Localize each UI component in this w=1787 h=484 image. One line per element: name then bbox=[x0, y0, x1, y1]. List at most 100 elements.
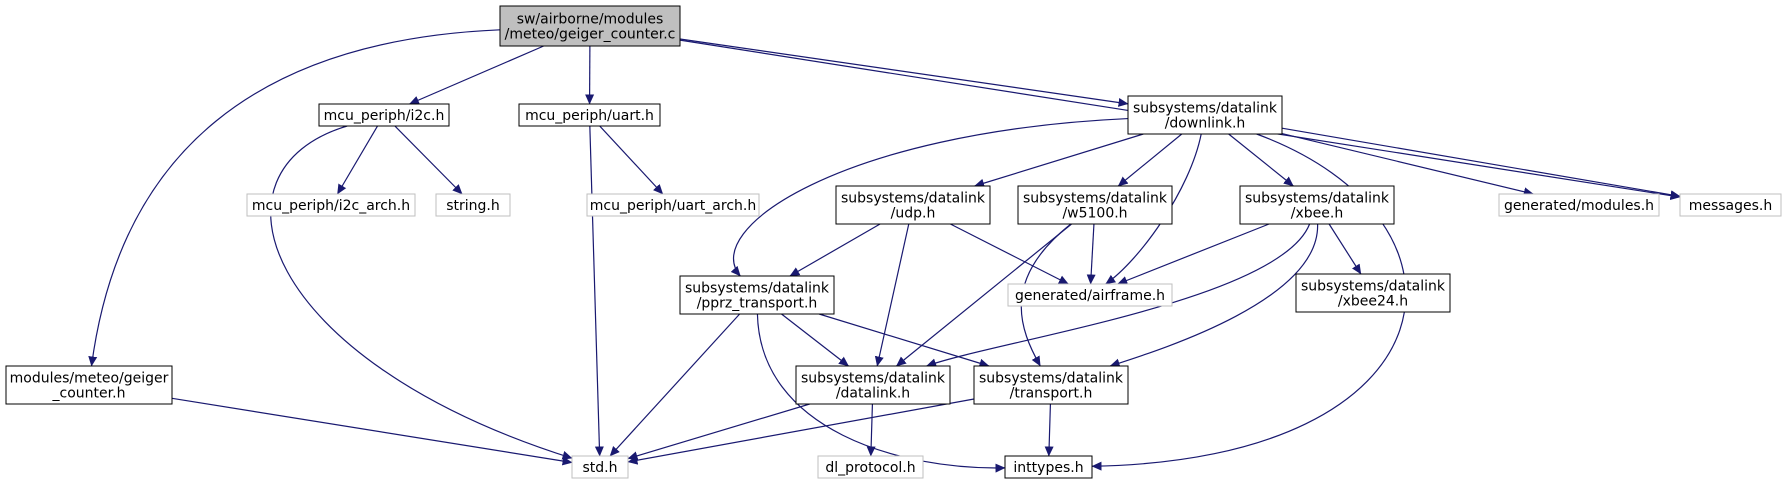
node-label-line: /downlink.h bbox=[1165, 116, 1246, 132]
edge-downlink-to-udp bbox=[974, 133, 1144, 188]
edge-w5100-to-datalink bbox=[896, 223, 1072, 367]
edge-root-to-i2c bbox=[409, 45, 544, 105]
edge-downlink-to-w5100 bbox=[1117, 133, 1183, 187]
node-label-line: _counter.h bbox=[52, 386, 126, 402]
edge-root-to-geiger_h bbox=[88, 29, 501, 367]
edge-udp-to-datalink bbox=[874, 223, 910, 367]
node-box bbox=[571, 455, 629, 479]
node-label-line: /udp.h bbox=[891, 206, 936, 222]
node-box bbox=[5, 365, 173, 405]
node-label-line: /xbee24.h bbox=[1338, 294, 1408, 310]
node-label-line: subsystems/datalink bbox=[1023, 191, 1168, 207]
node-label-line: /w5100.h bbox=[1062, 206, 1127, 222]
edge-transport-to-std bbox=[627, 398, 975, 465]
node-label-line: /transport.h bbox=[1010, 386, 1093, 402]
node-label-line: modules/meteo/geiger bbox=[10, 371, 169, 387]
node-box bbox=[318, 103, 450, 127]
node-geiger_h[interactable]: modules/meteo/geiger_counter.h bbox=[5, 365, 173, 405]
node-downlink[interactable]: subsystems/datalink/downlink.h bbox=[1127, 95, 1283, 135]
node-std: std.h bbox=[571, 455, 629, 479]
node-box bbox=[835, 185, 991, 225]
node-box bbox=[1127, 95, 1283, 135]
edge-pprz-to-transport bbox=[818, 313, 990, 368]
edge-i2c-to-std bbox=[270, 125, 573, 460]
node-label-line: subsystems/datalink bbox=[979, 371, 1124, 387]
node-label-line: subsystems/datalink bbox=[801, 371, 946, 387]
node-label-line: mcu_periph/uart.h bbox=[525, 108, 654, 124]
edge-datalink-to-dl_protocol bbox=[866, 403, 876, 457]
node-box bbox=[435, 193, 511, 217]
node-label-line: subsystems/datalink bbox=[1301, 279, 1446, 295]
node-box bbox=[679, 275, 835, 315]
node-label-line: sw/airborne/modules bbox=[517, 12, 664, 28]
node-label-line: mcu_periph/i2c_arch.h bbox=[252, 198, 410, 214]
node-box bbox=[518, 103, 661, 127]
edge-root-to-downlink bbox=[679, 38, 1129, 107]
edge-downlink-to-inttypes bbox=[1091, 133, 1407, 471]
node-label-line: generated/modules.h bbox=[1504, 198, 1654, 214]
node-box bbox=[1498, 193, 1660, 217]
node-string: string.h bbox=[435, 193, 511, 217]
edge-downlink-to-pprz bbox=[730, 117, 1129, 277]
edge-xbee-to-xbee24 bbox=[1328, 223, 1362, 275]
edge-xbee-to-transport bbox=[1109, 223, 1319, 368]
node-box bbox=[1239, 185, 1395, 225]
node-xbee[interactable]: subsystems/datalink/xbee.h bbox=[1239, 185, 1395, 225]
edge-pprz-to-datalink bbox=[781, 313, 849, 367]
node-root[interactable]: sw/airborne/modules/meteo/geiger_counter… bbox=[499, 5, 681, 47]
node-label-line: /datalink.h bbox=[836, 386, 910, 402]
node-box bbox=[1295, 273, 1451, 313]
node-label-line: subsystems/datalink bbox=[1133, 101, 1278, 117]
node-label-line: string.h bbox=[446, 198, 500, 214]
node-pprz[interactable]: subsystems/datalink/pprz_transport.h bbox=[679, 275, 835, 315]
node-datalink[interactable]: subsystems/datalink/datalink.h bbox=[795, 365, 951, 405]
node-label-line: mcu_periph/uart_arch.h bbox=[590, 198, 756, 214]
node-layer: sw/airborne/modules/meteo/geiger_counter… bbox=[5, 5, 1782, 479]
node-uart[interactable]: mcu_periph/uart.h bbox=[518, 103, 661, 127]
node-label-line: /meteo/geiger_counter.c bbox=[505, 27, 676, 43]
edge-downlink-to-messages bbox=[1281, 127, 1681, 200]
node-gen_modules: generated/modules.h bbox=[1498, 193, 1660, 217]
node-label-line: std.h bbox=[583, 460, 618, 476]
node-i2c[interactable]: mcu_periph/i2c.h bbox=[318, 103, 450, 127]
edge-xbee-to-datalink bbox=[926, 223, 1311, 368]
node-label-line: subsystems/datalink bbox=[841, 191, 986, 207]
edge-i2c-to-i2c_arch bbox=[336, 125, 379, 195]
node-inttypes[interactable]: inttypes.h bbox=[1004, 455, 1093, 479]
node-airframe: generated/airframe.h bbox=[1007, 283, 1173, 307]
node-i2c_arch: mcu_periph/i2c_arch.h bbox=[246, 193, 416, 217]
node-box bbox=[1007, 283, 1173, 307]
node-box bbox=[1679, 193, 1782, 217]
node-label-line: /pprz_transport.h bbox=[697, 296, 818, 312]
node-box bbox=[499, 5, 681, 47]
node-label-line: generated/airframe.h bbox=[1015, 288, 1165, 304]
edge-transport-to-inttypes bbox=[1044, 403, 1054, 457]
node-dl_protocol: dl_protocol.h bbox=[817, 455, 924, 479]
node-box bbox=[1017, 185, 1173, 225]
node-label-line: subsystems/datalink bbox=[685, 281, 830, 297]
node-xbee24[interactable]: subsystems/datalink/xbee24.h bbox=[1295, 273, 1451, 313]
node-label-line: inttypes.h bbox=[1013, 460, 1083, 476]
edge-pprz-to-std bbox=[609, 313, 741, 457]
node-transport[interactable]: subsystems/datalink/transport.h bbox=[973, 365, 1129, 405]
edge-downlink-to-gen_modules bbox=[1281, 132, 1534, 197]
edge-udp-to-airframe bbox=[950, 223, 1069, 285]
node-box bbox=[817, 455, 924, 479]
edge-datalink-to-std bbox=[627, 403, 810, 461]
node-uart_arch: mcu_periph/uart_arch.h bbox=[586, 193, 760, 217]
node-box bbox=[973, 365, 1129, 405]
node-label-line: /xbee.h bbox=[1291, 206, 1343, 222]
node-box bbox=[795, 365, 951, 405]
node-messages: messages.h bbox=[1679, 193, 1782, 217]
node-box bbox=[1004, 455, 1093, 479]
node-box bbox=[246, 193, 416, 217]
edge-w5100-to-airframe bbox=[1086, 223, 1096, 285]
node-w5100[interactable]: subsystems/datalink/w5100.h bbox=[1017, 185, 1173, 225]
edge-uart-to-std bbox=[589, 125, 604, 457]
node-label-line: mcu_periph/i2c.h bbox=[324, 108, 445, 124]
node-udp[interactable]: subsystems/datalink/udp.h bbox=[835, 185, 991, 225]
node-label-line: messages.h bbox=[1689, 198, 1773, 214]
edge-i2c-to-string bbox=[394, 125, 463, 195]
node-label-line: dl_protocol.h bbox=[825, 460, 915, 476]
